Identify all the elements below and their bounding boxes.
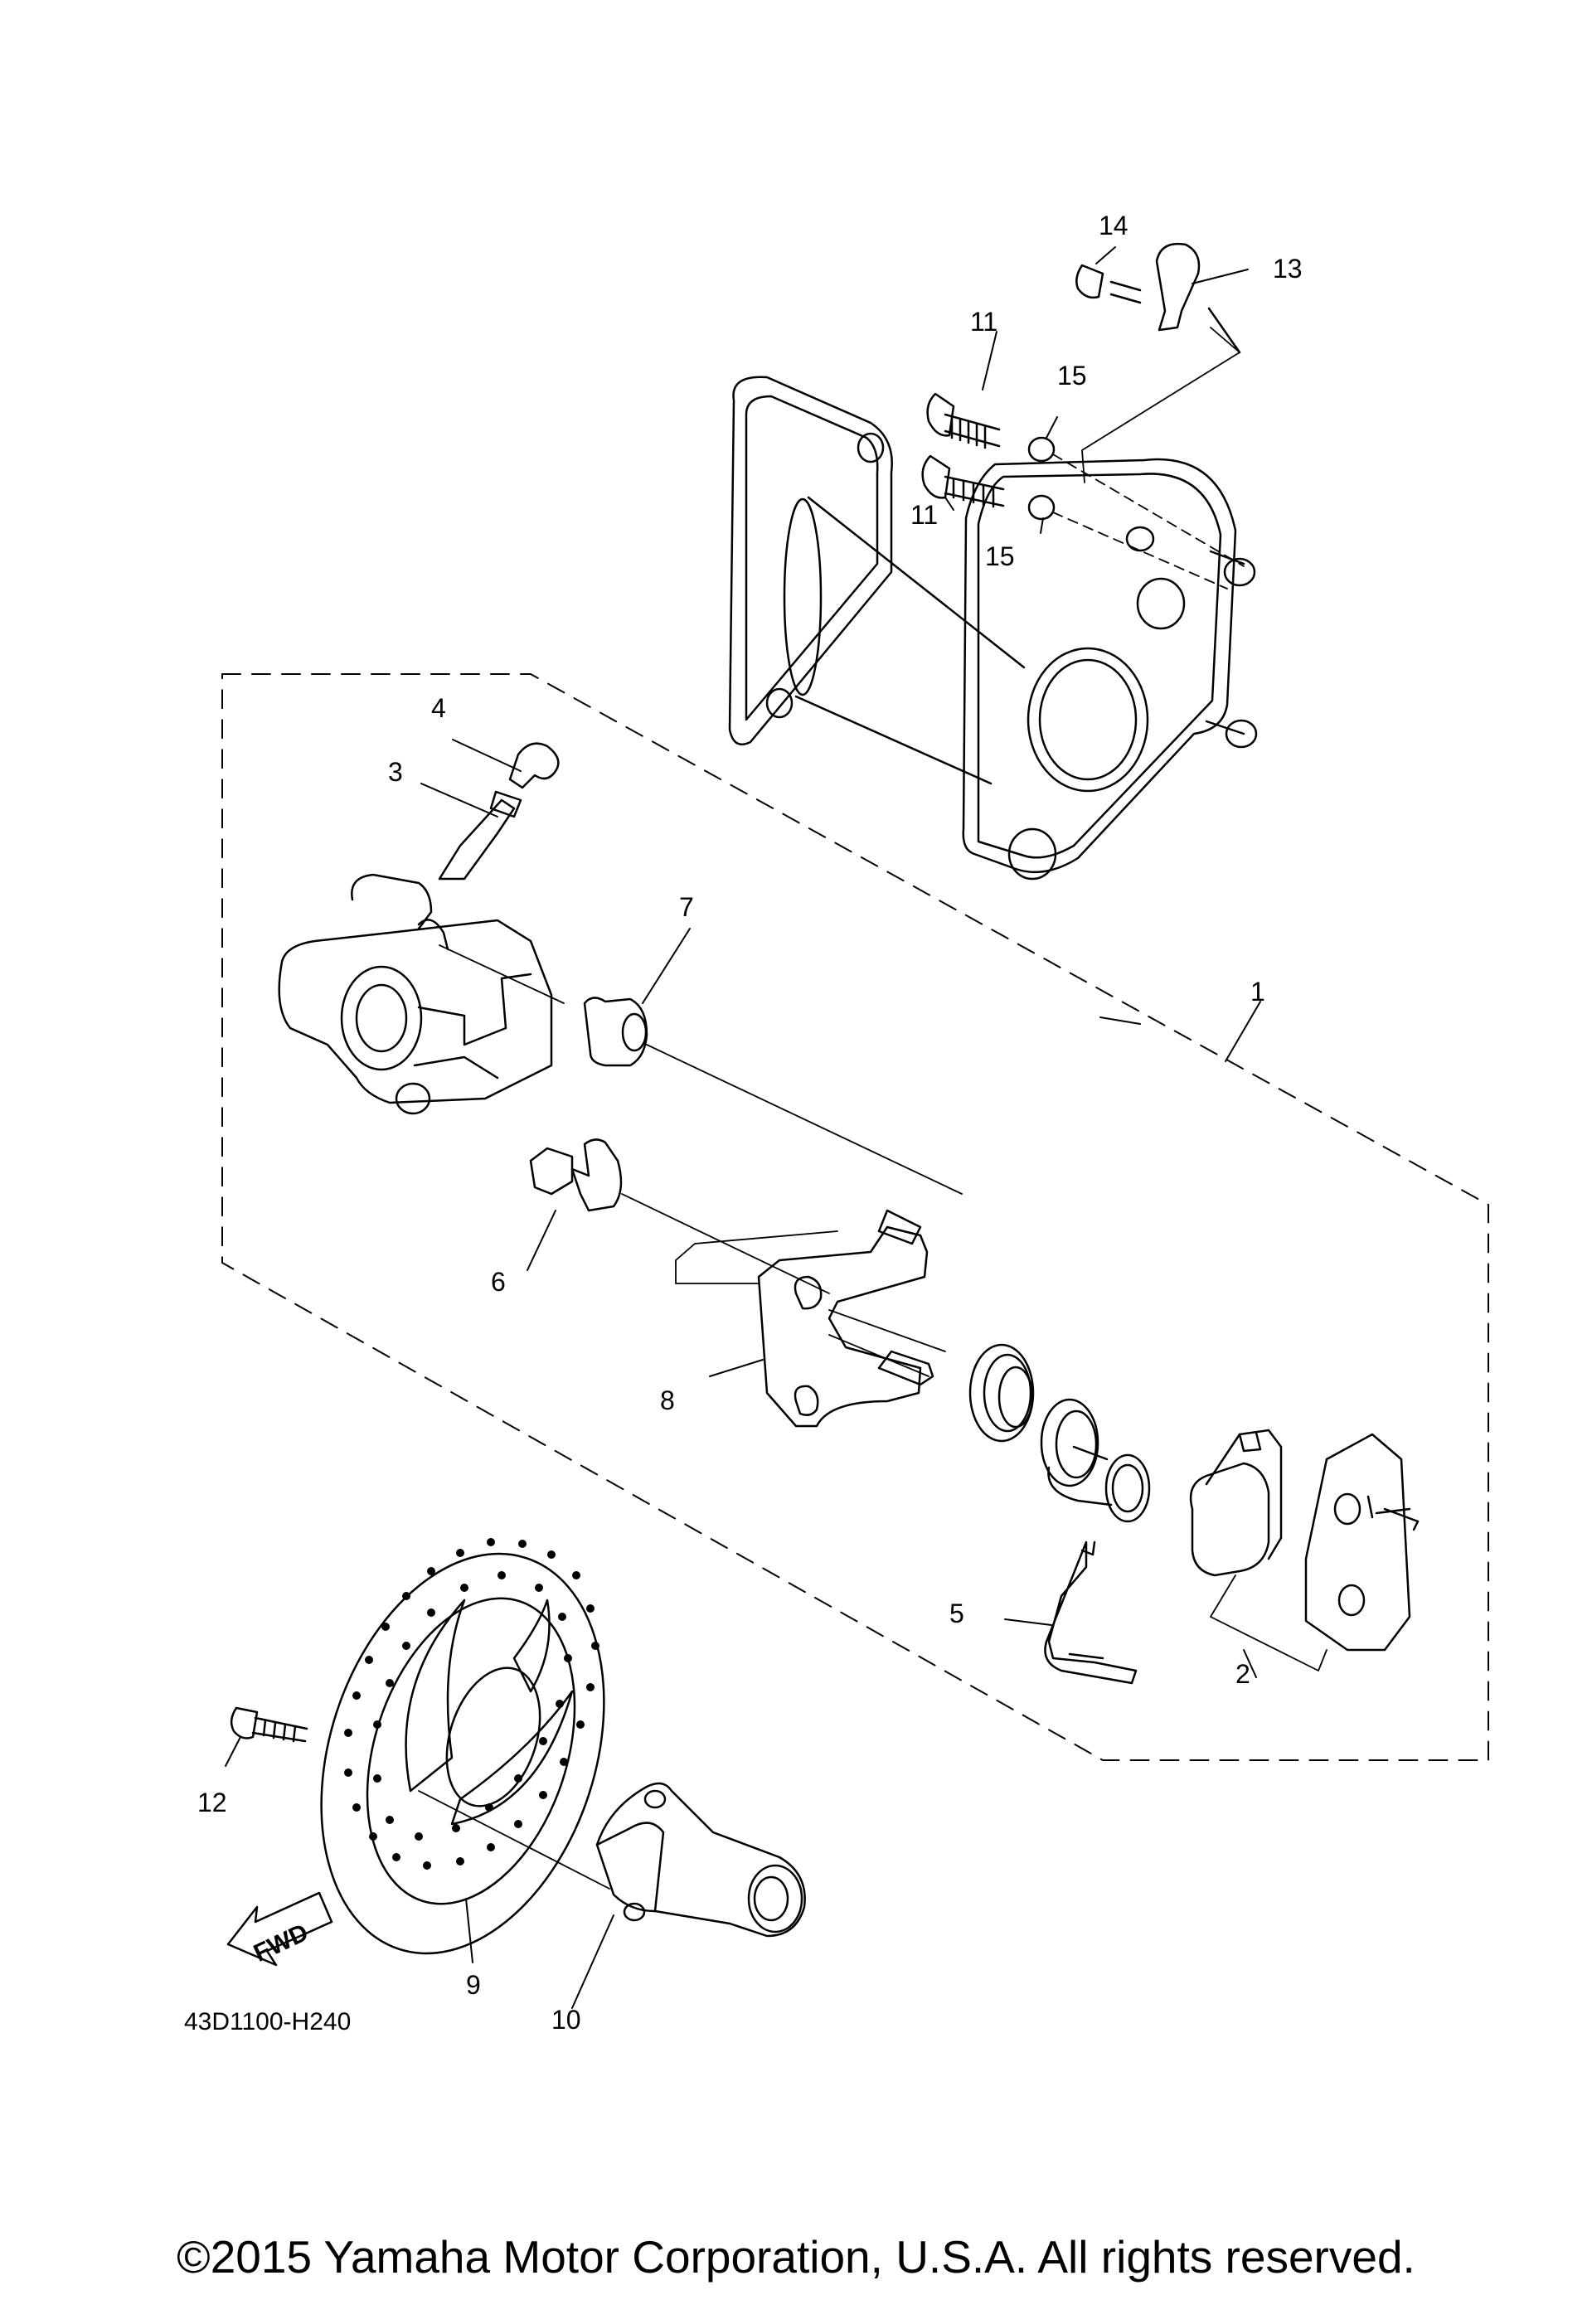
caliper-bracket [675,1209,946,1428]
callout-12: 12 [197,1788,227,1817]
leader-lines [225,246,1261,2009]
caliper-body [278,873,565,1115]
drawing-code: 43D1100-H240 [184,2008,352,2035]
callout-4: 4 [431,693,446,723]
hose-clamp [1075,242,1241,483]
brake-disc [320,1538,610,1955]
caliper-assembly-boundary [221,673,1489,1761]
copyright-notice: ©2015 Yamaha Motor Corporation, U.S.A. A… [177,2231,1415,2283]
bracket-housing [728,376,1258,881]
callout-6: 6 [491,1267,506,1297]
callout-8: 8 [660,1385,675,1415]
bracket-bolts [921,392,1245,589]
callout-15-lower: 15 [985,541,1015,571]
callout-7: 7 [679,892,694,922]
callout-3: 3 [388,757,403,787]
callout-9: 9 [466,1970,481,2000]
pad-spring [1044,1540,1138,1685]
callout-1: 1 [1250,977,1265,1007]
callout-11-lower: 11 [910,500,939,530]
brake-pads [1189,1429,1420,1671]
callout-11-upper: 11 [970,307,998,337]
callout-10: 10 [551,2005,581,2035]
disc-bolt [230,1706,308,1743]
callout-14: 14 [1099,211,1128,240]
disc-hub [595,1782,806,1938]
fwd-arrow [226,1891,333,1967]
callout-15-upper: 15 [1057,361,1087,391]
piston-parts [968,1343,1151,1523]
callout-2: 2 [1235,1659,1250,1689]
callout-5: 5 [949,1599,964,1628]
disc-holes [344,1538,599,1870]
callout-13: 13 [1273,254,1303,284]
bleed-screw [438,742,560,881]
slide-pins [529,997,963,1294]
